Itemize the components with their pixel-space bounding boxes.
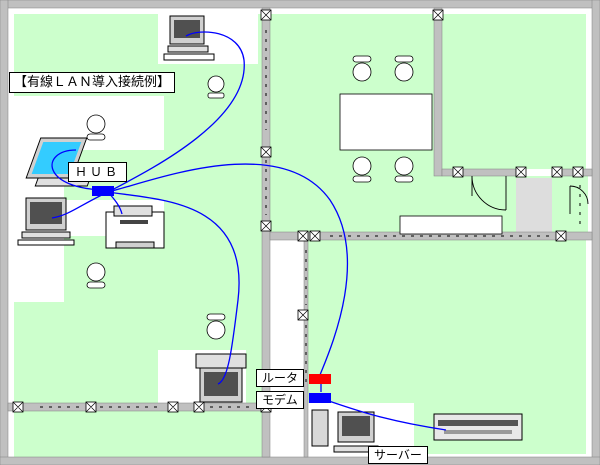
stools <box>86 55 414 340</box>
modem-label: モデム <box>256 391 304 409</box>
room-bottom-left <box>14 411 262 461</box>
hub-label: ＨＵＢ <box>68 162 128 182</box>
router-device <box>309 374 331 384</box>
title-label: 【有線ＬＡＮ導入接続例】 <box>9 72 176 93</box>
long-desk <box>399 215 503 235</box>
printer <box>105 205 165 249</box>
door-swing <box>471 175 589 214</box>
room-corridor <box>270 240 304 454</box>
hub-device <box>92 186 114 196</box>
meeting-table <box>339 93 433 151</box>
pc-left-middle <box>17 197 75 246</box>
pc-server <box>311 409 379 453</box>
door-box <box>516 178 552 232</box>
modem-device <box>309 393 331 403</box>
plotter <box>433 413 523 441</box>
room-small-right <box>442 14 586 169</box>
pc-bottom <box>195 353 247 403</box>
pc-top <box>163 15 215 61</box>
server-label: サーバー <box>368 446 428 464</box>
router-label: ルータ <box>256 369 305 387</box>
